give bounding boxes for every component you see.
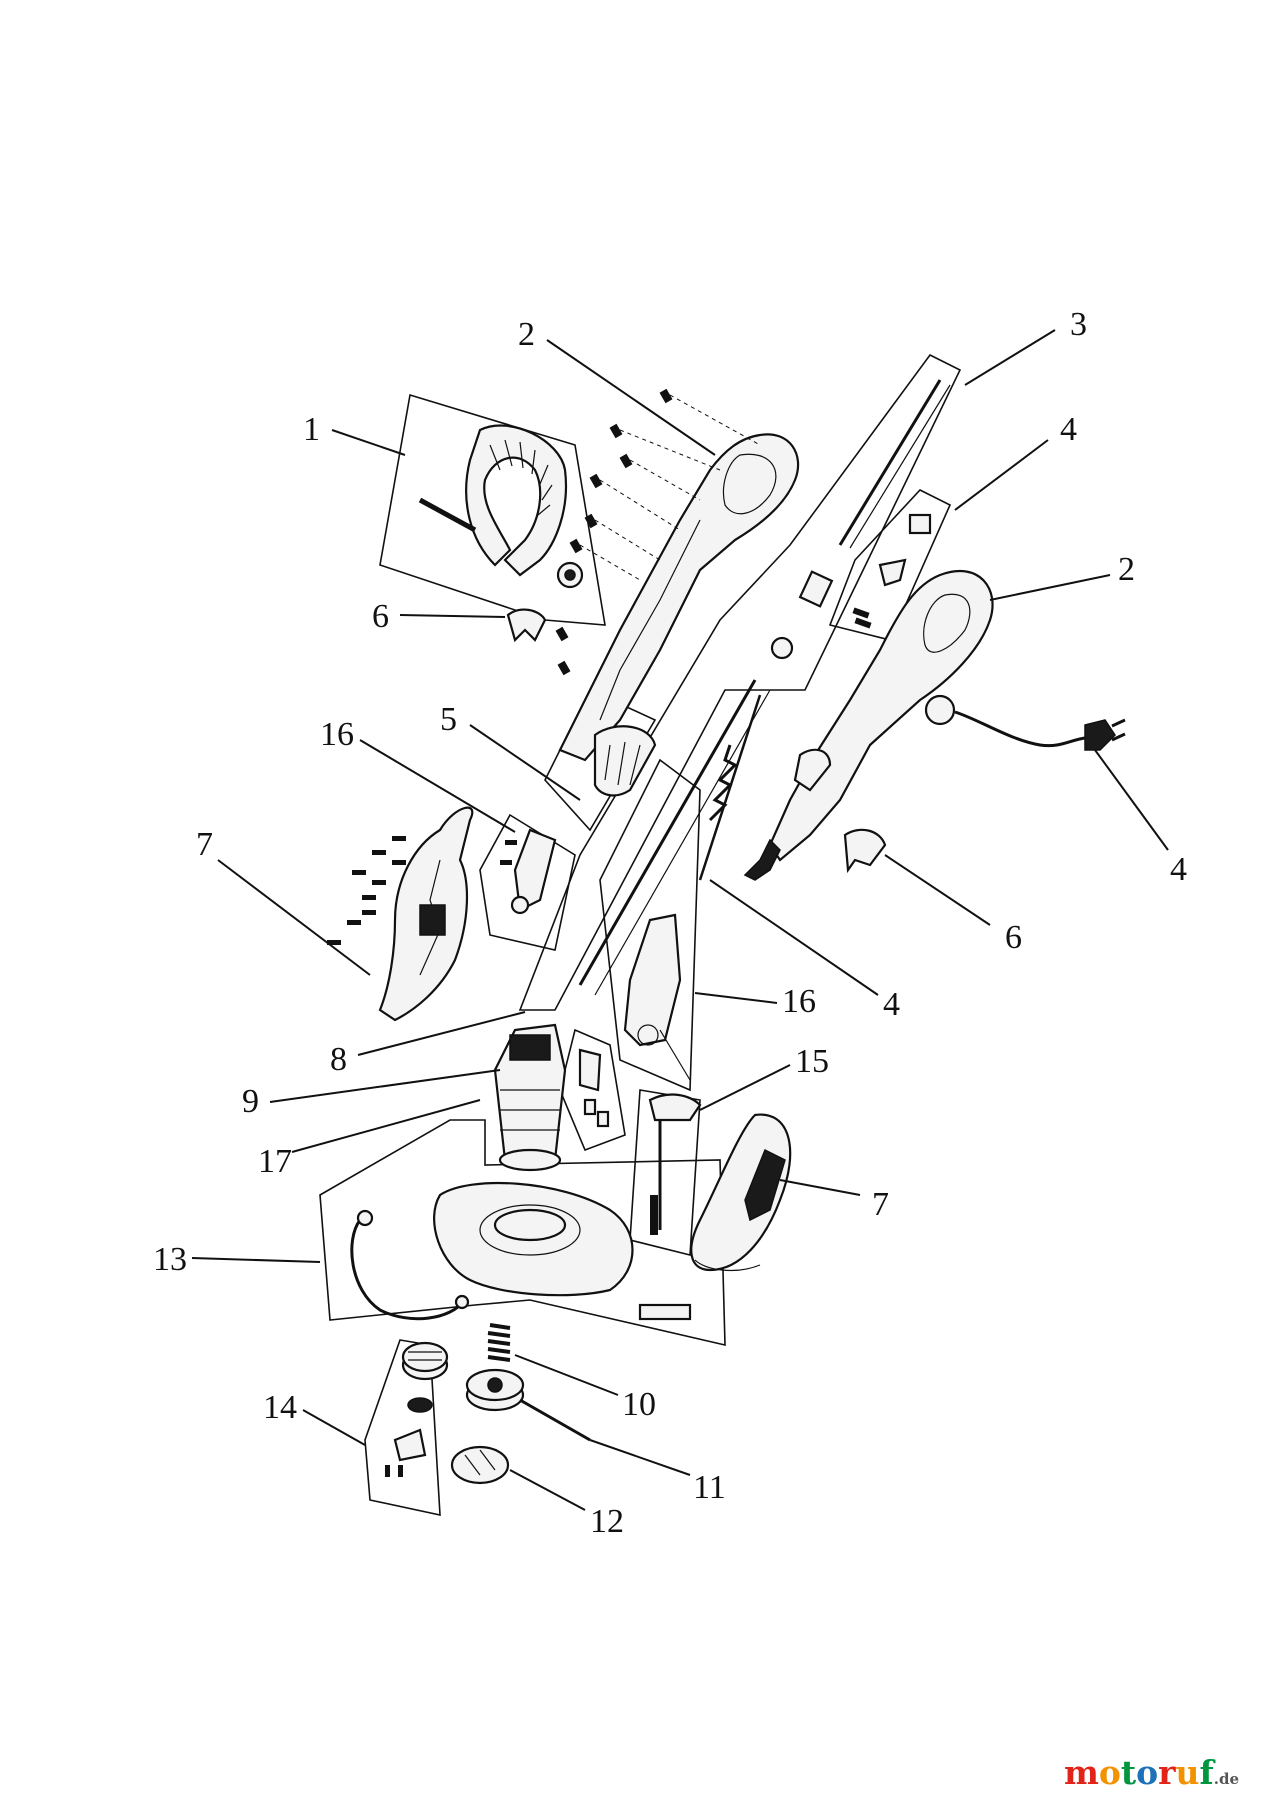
leader-10: [514, 1354, 619, 1396]
leader-5: [469, 724, 581, 801]
callout-8: 8: [330, 1041, 347, 1078]
group-outline-guard: [319, 1119, 726, 1347]
callout-6b: 6: [1005, 919, 1022, 956]
callout-3: 3: [1070, 306, 1087, 343]
part-6-trigger-right: [843, 828, 887, 874]
leader-4c: [1094, 749, 1169, 851]
leader-12: [509, 1469, 586, 1511]
screws-part-7: [327, 836, 406, 945]
callout-7a: 7: [196, 826, 213, 863]
leader-7a: [217, 859, 371, 976]
callout-11: 11: [693, 1469, 726, 1506]
callout-15: 15: [795, 1043, 829, 1080]
leader-6b: [884, 854, 991, 926]
watermark-letter: o: [1098, 1753, 1121, 1792]
part-8-brushes: [578, 1048, 610, 1128]
part-2-main-handle: [743, 569, 1126, 881]
callout-10: 10: [622, 1386, 656, 1423]
callout-17: 17: [258, 1143, 292, 1180]
callout-13: 13: [153, 1241, 187, 1278]
callout-16a: 16: [320, 716, 354, 753]
part-7-motor-housing-left: [327, 806, 474, 1022]
callout-2b: 2: [1118, 551, 1135, 588]
leader-17: [291, 1099, 481, 1153]
part-16-bracket-left: [500, 828, 557, 915]
leader-16a: [359, 739, 516, 833]
leader-14: [302, 1409, 366, 1446]
watermark-letter: m: [1063, 1753, 1099, 1792]
part-14-drive: [385, 1341, 449, 1477]
callout-5: 5: [440, 701, 457, 738]
part-16-bracket-right: [623, 913, 691, 1081]
part-12-cap: [450, 1445, 510, 1485]
part-1-auxiliary-handle: [418, 424, 584, 589]
callout-14: 14: [263, 1389, 297, 1426]
watermark-tld: .de: [1213, 1770, 1239, 1788]
part-15-cover: [648, 1093, 702, 1235]
part-4-cable-spring: [708, 744, 738, 822]
part-1-bolt: [418, 497, 477, 533]
callout-numbers: 1 2 2 3 4 4 4 5 6 6 7 7 8 9 10 11 12 13 …: [153, 306, 1187, 1540]
leader-7b: [779, 1179, 861, 1196]
part-3-shaft: [578, 379, 951, 996]
watermark-logo: motoruf.de: [1064, 1753, 1239, 1792]
leader-3: [964, 329, 1056, 386]
leader-2b: [989, 574, 1111, 601]
watermark-letter: t: [1120, 1753, 1137, 1792]
callout-7b: 7: [872, 1186, 889, 1223]
power-plug: [1084, 719, 1116, 751]
part-5-knob: [593, 725, 657, 797]
callout-2a: 2: [518, 316, 535, 353]
watermark-letter: f: [1199, 1753, 1214, 1792]
leader-2a: [546, 339, 716, 456]
leader-4a: [954, 439, 1049, 511]
watermark-letter: o: [1136, 1753, 1159, 1792]
callout-16b: 16: [782, 983, 816, 1020]
part-10-spring: [487, 1323, 511, 1362]
part-9-motor: [493, 1023, 567, 1172]
part-7-motor-cover: [690, 1113, 792, 1272]
watermark-letter: u: [1175, 1753, 1200, 1792]
part-13-guard: [350, 1181, 692, 1321]
group-outline-part-4-switch: [828, 489, 952, 641]
leader-13: [191, 1257, 321, 1263]
callout-1: 1: [303, 411, 320, 448]
group-outline-brushes: [559, 1028, 626, 1152]
callout-12: 12: [590, 1503, 624, 1540]
leader-1: [331, 429, 406, 456]
leader-9: [269, 1069, 501, 1103]
leader-11: [589, 1439, 691, 1476]
leader-4b: [709, 879, 879, 996]
part-6-trigger-left: [506, 608, 547, 643]
group-outline-part-16-left: [479, 813, 576, 951]
leader-16b: [694, 992, 778, 1004]
callout-4b: 4: [883, 986, 900, 1023]
callout-9: 9: [242, 1083, 259, 1120]
watermark-letter: r: [1158, 1753, 1176, 1792]
power-cord: [954, 710, 1086, 748]
leader-15: [699, 1064, 791, 1111]
leader-lines: [191, 329, 1169, 1511]
part-11-spool: [465, 1368, 591, 1442]
leader-6a: [399, 614, 506, 618]
callout-4a: 4: [1060, 411, 1077, 448]
leader-8: [357, 1011, 526, 1056]
part-4-switch: [852, 513, 932, 629]
group-outline-part-1: [379, 393, 606, 626]
screws-part-2: [555, 388, 673, 676]
callout-4c: 4: [1170, 851, 1187, 888]
part-2-housing-left: [555, 388, 800, 762]
callout-6a: 6: [372, 598, 389, 635]
